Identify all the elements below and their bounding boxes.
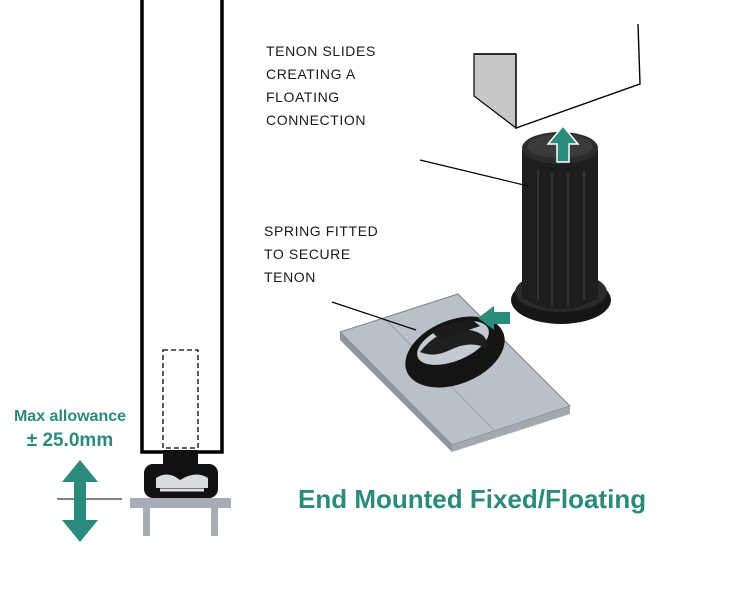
up-arrow-icon: [546, 124, 580, 163]
max-allowance-value: ± 25.0mm: [26, 430, 114, 451]
tenon-slides-line-2: CREATING A: [266, 66, 356, 82]
spring-fitted-label: SPRING FITTED TO SECURE TENON: [264, 220, 378, 289]
spring-housing: [405, 316, 505, 388]
tenon-slides-line-3: FLOATING: [266, 89, 340, 105]
tenon-neck: [163, 450, 198, 466]
side-elevation: [57, 0, 231, 542]
hidden-tenon-dashed: [162, 349, 199, 449]
double-headed-arrow-icon: [62, 460, 98, 542]
spring-fitted-line-2: TO SECURE: [264, 246, 351, 262]
tenon-slides-label: TENON SLIDES CREATING A FLOATING CONNECT…: [266, 40, 376, 132]
left-arrow-icon: [478, 306, 510, 330]
tenon-post: [511, 132, 611, 324]
tenon-leader-line: [419, 159, 529, 187]
panel-outline: [140, 0, 224, 454]
spring-leader-line: [331, 301, 417, 331]
frame-corner: [473, 23, 641, 130]
base-plate: [130, 498, 231, 508]
max-allowance-title: Max allowance: [13, 408, 127, 425]
diagram-caption: End Mounted Fixed/Floating: [298, 484, 647, 514]
tenon-slides-line-1: TENON SLIDES: [266, 43, 376, 59]
spring-fitted-line-1: SPRING FITTED: [264, 223, 379, 239]
tenon-slides-line-4: CONNECTION: [266, 112, 367, 128]
spring-fitted-line-3: TENON: [264, 269, 316, 285]
